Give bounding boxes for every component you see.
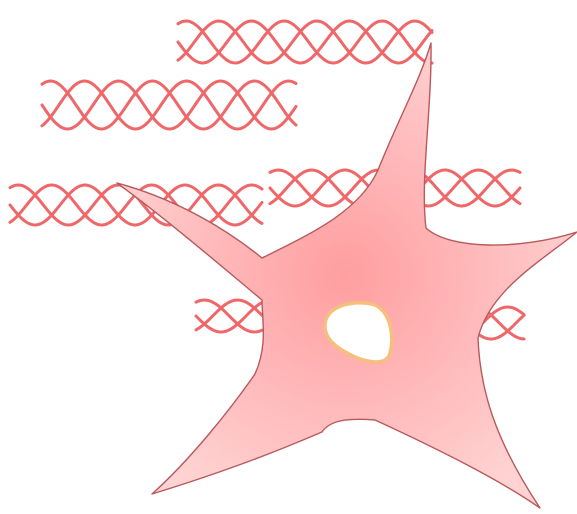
stellate-cell-body: [117, 43, 577, 508]
fiber-strand: [42, 81, 296, 129]
fiber-bundle-top: [178, 21, 432, 63]
fiber-bundle-lower-left: [196, 300, 262, 332]
fiber-bundle-upper: [42, 81, 296, 129]
